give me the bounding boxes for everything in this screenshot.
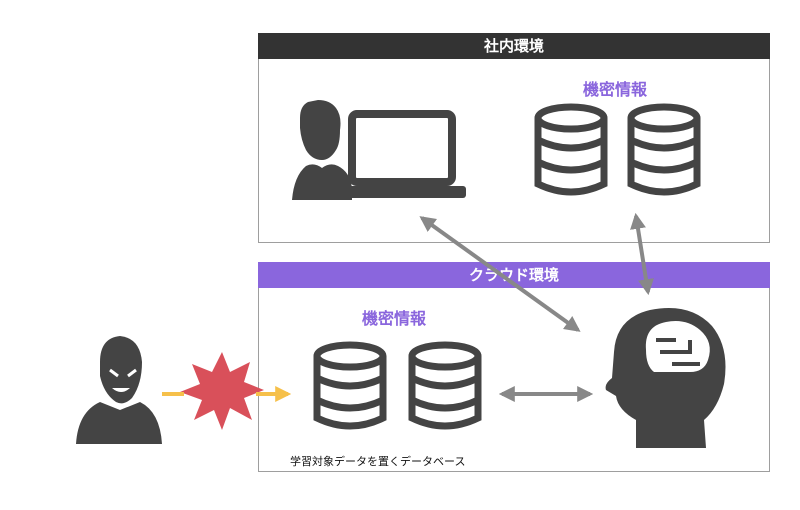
laptop-ai-arrow <box>419 216 581 332</box>
cloud-database-icon-1 <box>313 341 387 430</box>
internal-database-icon-1 <box>534 103 608 196</box>
internal-environment-title: 社内環境 <box>483 37 544 55</box>
cloud-db-caption: 学習対象データを置くデータベース <box>290 455 466 468</box>
cloud-secret-label: 機密情報 <box>362 309 427 328</box>
internal-secret-label: 機密情報 <box>583 80 648 99</box>
internal-environment-box <box>258 33 770 243</box>
explosion-icon <box>180 352 264 430</box>
cloud-database-icon-2 <box>408 341 482 430</box>
hacker-icon <box>76 336 162 444</box>
internal-database-icon-2 <box>627 103 701 196</box>
internal-db-ai-arrow <box>630 212 654 296</box>
ai-brain-head-icon <box>605 308 726 448</box>
internal-environment-header: 社内環境 <box>258 33 770 59</box>
person-at-laptop-icon <box>292 100 466 200</box>
